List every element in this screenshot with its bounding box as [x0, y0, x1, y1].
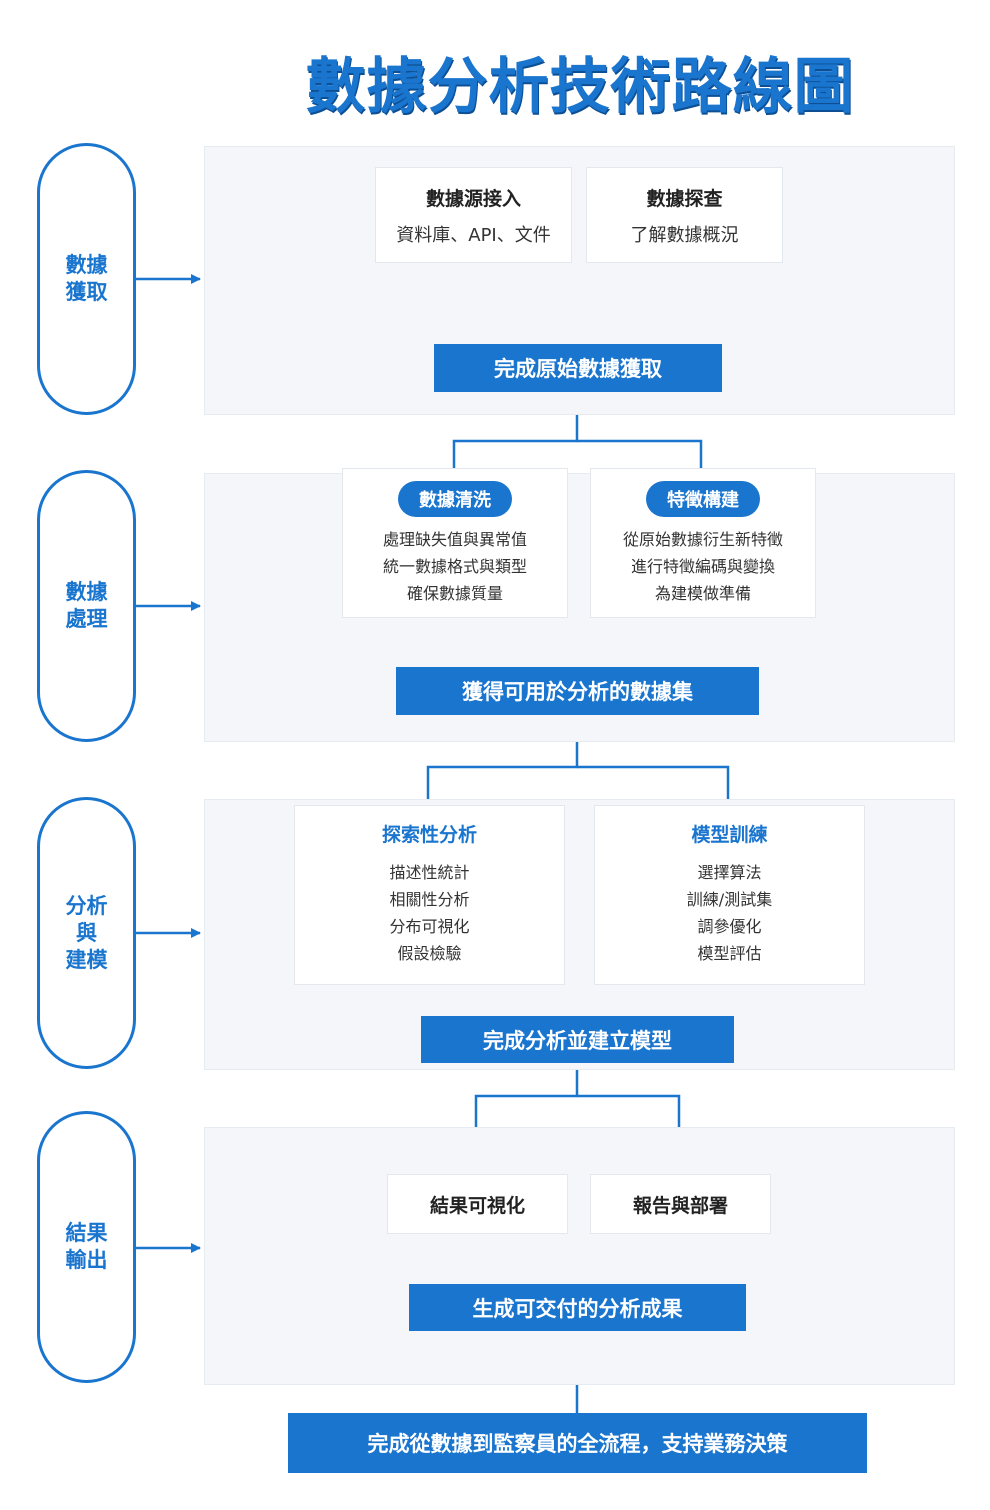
- stage-result-processing: 獲得可用於分析的數據集: [396, 667, 759, 715]
- stage-label-text: 結果 輸出: [65, 1221, 108, 1272]
- stage-label-processing: 數據 處理: [37, 470, 136, 742]
- card-title: 探索性分析: [381, 824, 477, 846]
- card-data-cleaning: 數據清洗 處理缺失值與異常值 統一數據格式與類型 確保數據質量: [342, 468, 568, 618]
- card-title: 數據源接入: [425, 187, 521, 210]
- card-title: 報告與部署: [632, 1194, 728, 1217]
- card-line: 假設檢驗: [397, 944, 462, 963]
- stage-result-modeling: 完成分析並建立模型: [421, 1016, 734, 1063]
- card-badge: 特徵構建: [646, 481, 760, 517]
- card-line: 確保數據質量: [406, 584, 503, 603]
- card-line: 描述性統計: [389, 863, 470, 882]
- card-line: 進行特徵編碼與變換: [630, 557, 775, 576]
- card-data-exploration: 數據探查 了解數據概況: [586, 167, 783, 263]
- card-feature-engineering: 特徵構建 從原始數據衍生新特徵 進行特徵編碼與變換 為建模做準備: [590, 468, 816, 618]
- card-line: 統一數據格式與類型: [382, 557, 527, 576]
- card-line: 選擇算法: [697, 863, 762, 882]
- card-line: 訓練/測試集: [686, 890, 773, 909]
- card-desc: 了解數據概況: [630, 224, 739, 246]
- card-model-training: 模型訓練 選擇算法 訓練/測試集 調參優化 模型評估: [594, 805, 865, 985]
- stage-label-text: 數據 獲取: [65, 253, 108, 304]
- stage-label-text: 數據 處理: [65, 580, 108, 631]
- stage-panel-output: [204, 1127, 955, 1385]
- stage-label-modeling: 分析 與 建模: [37, 797, 136, 1069]
- card-report-deployment: 報告與部署: [590, 1174, 771, 1234]
- stage-label-output: 結果 輸出: [37, 1111, 136, 1383]
- page-title: 數據分析技術路線圖: [305, 52, 855, 122]
- card-result-visualization: 結果可視化: [387, 1174, 568, 1234]
- card-desc: 資料庫、API、文件: [396, 224, 551, 246]
- card-line: 相關性分析: [389, 890, 470, 909]
- card-badge: 數據清洗: [398, 481, 512, 517]
- stage-result-output: 生成可交付的分析成果: [409, 1284, 746, 1331]
- card-line: 處理缺失值與異常值: [382, 530, 527, 549]
- card-exploratory-analysis: 探索性分析 描述性統計 相關性分析 分布可視化 假設檢驗: [294, 805, 565, 985]
- card-title: 結果可視化: [429, 1194, 525, 1217]
- final-outcome: 完成從數據到監察員的全流程，支持業務決策: [288, 1413, 867, 1473]
- card-line: 模型評估: [697, 944, 762, 963]
- card-line: 分布可視化: [389, 917, 470, 936]
- card-title: 數據探查: [646, 187, 723, 210]
- stage-label-acquisition: 數據 獲取: [37, 143, 136, 415]
- card-title: 模型訓練: [691, 824, 768, 846]
- card-line: 調參優化: [697, 917, 762, 936]
- stage-label-text: 分析 與 建模: [65, 893, 108, 972]
- stage-result-acquisition: 完成原始數據獲取: [434, 344, 722, 392]
- card-line: 為建模做準備: [654, 584, 751, 603]
- card-line: 從原始數據衍生新特徵: [622, 530, 783, 549]
- card-data-source: 數據源接入 資料庫、API、文件: [375, 167, 572, 263]
